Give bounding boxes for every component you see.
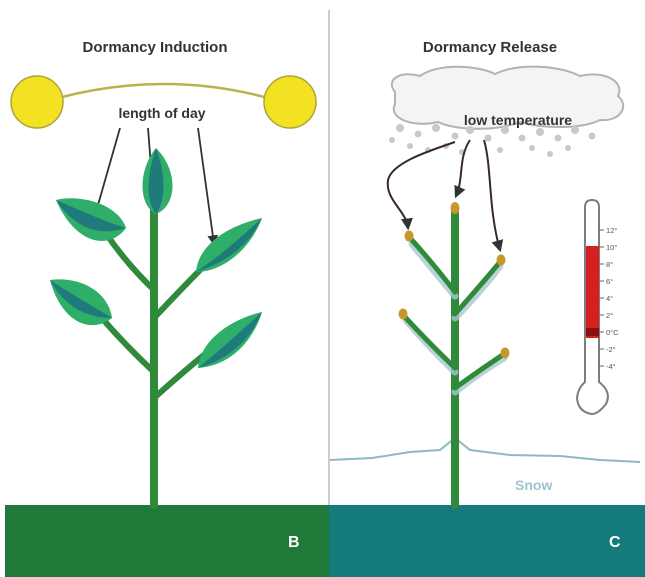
snow-line [330, 438, 640, 462]
right-branch-lower-right [455, 354, 504, 388]
low-temperature-label: low temperature [464, 112, 572, 128]
right-branch-lower-left [404, 316, 455, 368]
right-panel-title: Dormancy Release [423, 39, 557, 56]
sun-icon-right [264, 76, 316, 128]
day-arrow-right [198, 128, 214, 244]
thermometer-tick-label: 12° [606, 226, 617, 235]
length-of-day-label: length of day [118, 105, 205, 121]
thermometer-icon [577, 200, 608, 414]
thermometer-tick-label: -4° [606, 362, 616, 371]
cold-arrow-center [456, 140, 470, 196]
thermometer-tick-label: 4° [606, 294, 613, 303]
leaf-lower-right [198, 312, 262, 368]
bud-lower-right [501, 348, 510, 359]
left-panel-title: Dormancy Induction [82, 39, 227, 56]
frost-lower-right [455, 358, 504, 392]
cold-arrow-right [484, 140, 500, 250]
bud-top [451, 202, 460, 214]
frost-upper-left [412, 244, 455, 296]
cold-arrow-left [388, 142, 455, 228]
bud-lower-left [399, 309, 408, 320]
sun-path-arc [58, 84, 268, 98]
leaf-lower-left [50, 279, 112, 325]
ground-right [329, 505, 645, 577]
leaf-upper-left [56, 198, 126, 241]
day-arrow-left [96, 128, 120, 212]
panel-label-b: B [288, 534, 300, 551]
thermometer-tick-label: 2° [606, 311, 613, 320]
leaf-top [143, 148, 173, 214]
left-branch-lower-left [100, 316, 154, 372]
right-branch-upper-right [455, 262, 500, 314]
bud-upper-right [497, 255, 506, 266]
bud-upper-left [405, 231, 414, 242]
thermometer-tick-label: 10° [606, 243, 617, 252]
panel-label-c: C [609, 534, 621, 551]
thermometer-mercury [586, 246, 599, 338]
thermometer-tick-label: 0°C [606, 328, 619, 337]
snow-label: Snow [515, 477, 552, 493]
thermometer-tick-label: 8° [606, 260, 613, 269]
leaf-upper-right [196, 218, 262, 272]
thermometer-tick-label: -2° [606, 345, 616, 354]
ground-left [5, 505, 329, 577]
right-branch-upper-left [410, 238, 455, 292]
sun-icon-left [11, 76, 63, 128]
left-branch-upper-left [105, 232, 154, 290]
thermometer-tick-label: 6° [606, 277, 613, 286]
thermometer-zero-band [586, 328, 599, 336]
